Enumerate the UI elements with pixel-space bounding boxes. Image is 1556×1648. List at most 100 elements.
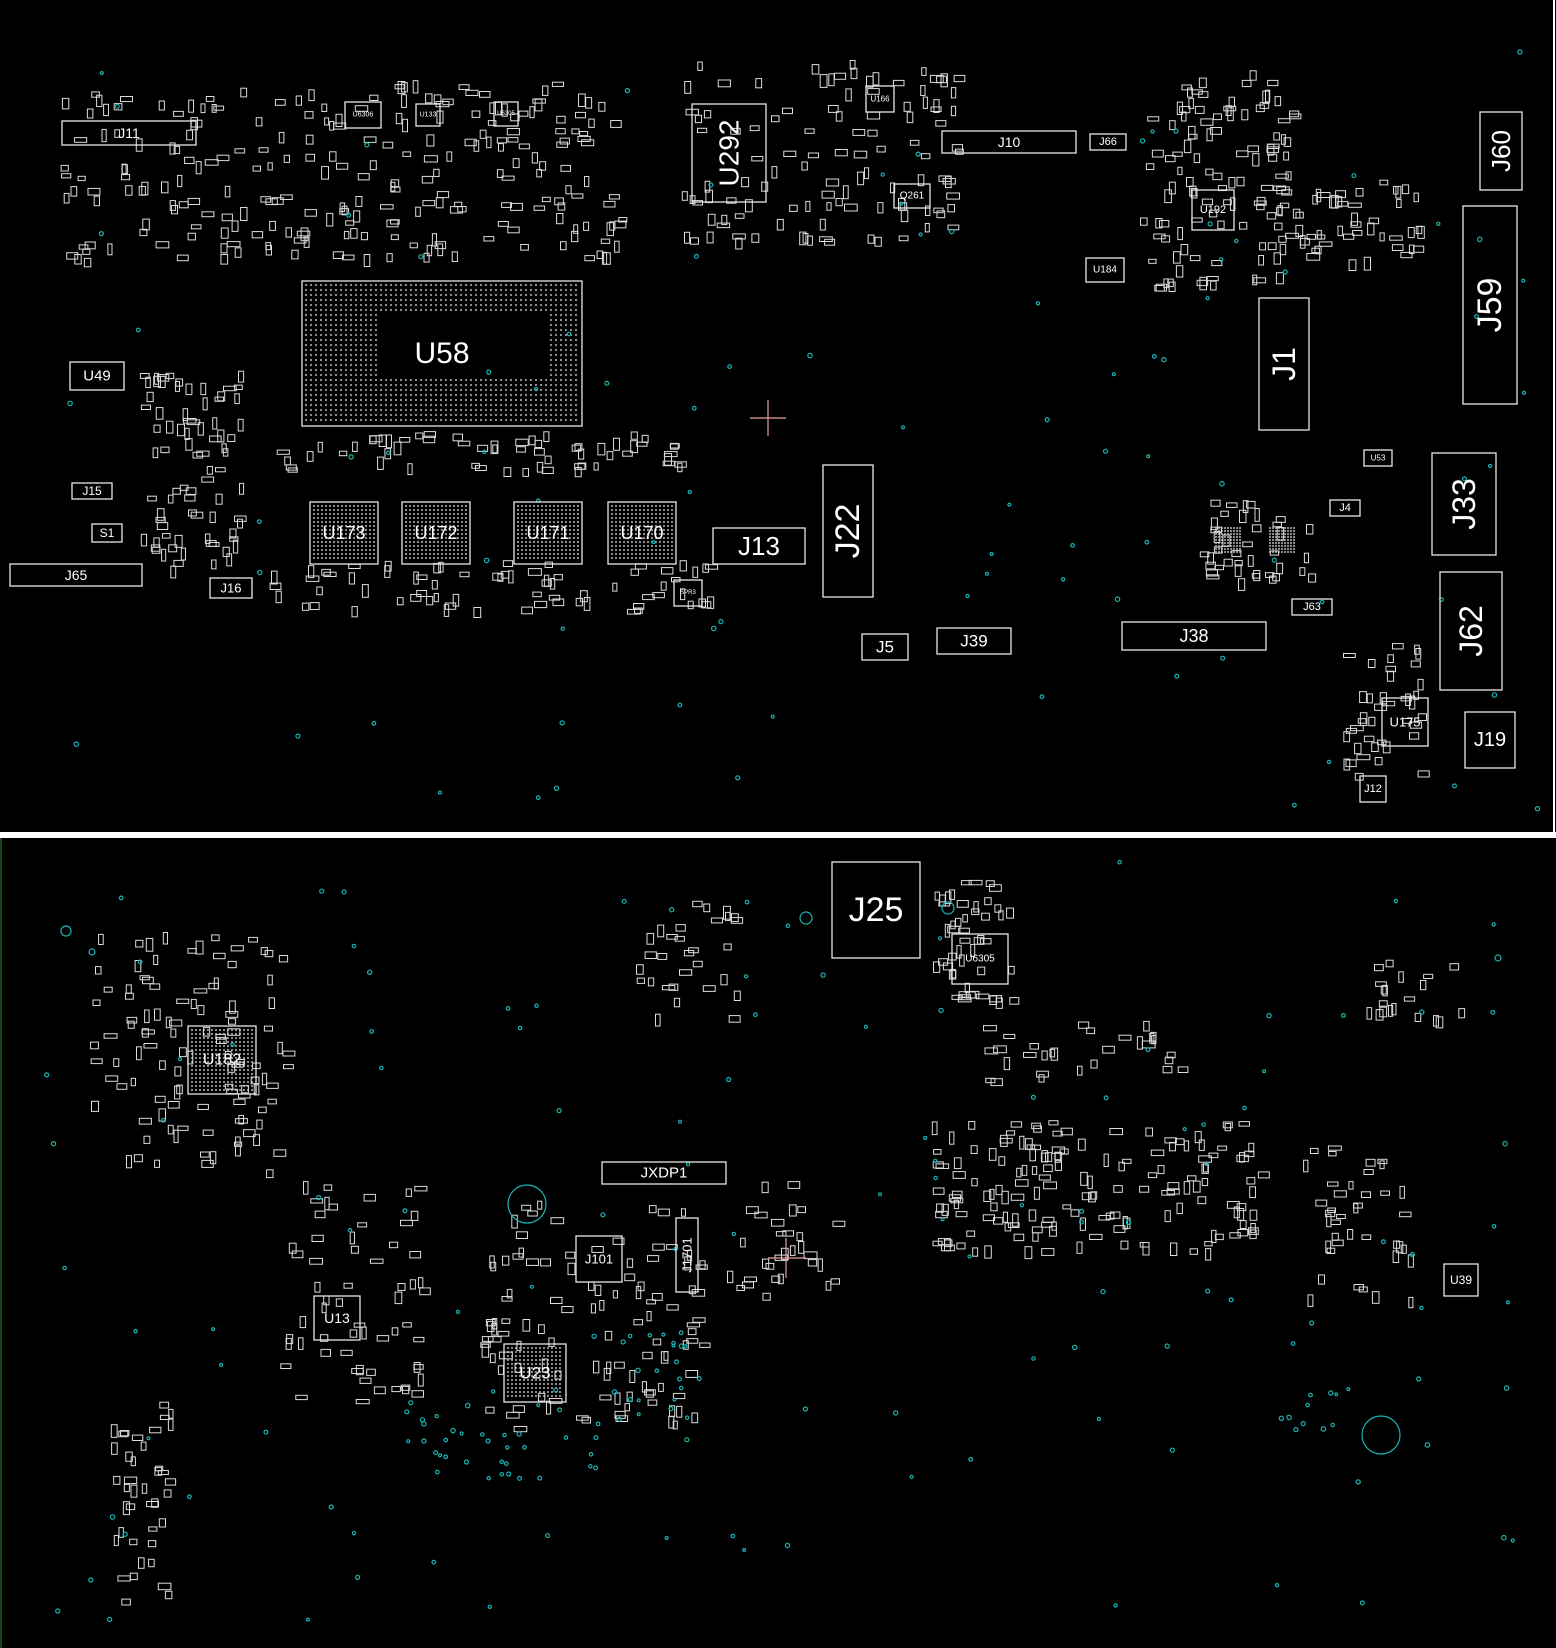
- bga-ball-grid: [610, 504, 674, 560]
- component-j13[interactable]: J13: [712, 527, 806, 565]
- component-u6306[interactable]: U6306: [344, 101, 382, 129]
- mounting-hole: [1494, 954, 1502, 962]
- component-label: U171: [526, 523, 569, 543]
- component-u58[interactable]: U58: [301, 280, 583, 427]
- component-label: U166: [870, 95, 890, 104]
- component-j63[interactable]: J63: [1291, 598, 1333, 616]
- component-u6305-top[interactable]: U6305: [493, 101, 519, 127]
- vias-layer: [44, 49, 1541, 1623]
- component-label: J60: [1486, 130, 1516, 172]
- component-u166[interactable]: U166: [865, 85, 895, 113]
- component-label: J66: [1099, 136, 1117, 148]
- component-j15[interactable]: J15: [71, 482, 113, 500]
- mounting-hole: [1361, 1415, 1401, 1455]
- component-label: U53: [1371, 454, 1386, 463]
- bga-ball-grid: [190, 1028, 254, 1092]
- component-u184[interactable]: U184: [1085, 257, 1125, 283]
- crosshair-cursor-top: [750, 400, 786, 436]
- component-j62[interactable]: J62: [1439, 571, 1503, 691]
- component-j22[interactable]: J22: [822, 464, 874, 598]
- component-u6305[interactable]: U6305: [951, 933, 1009, 985]
- component-u53[interactable]: U53: [1363, 449, 1393, 467]
- component-q261[interactable]: Q261: [893, 183, 931, 209]
- component-j1701[interactable]: J1701: [675, 1217, 699, 1293]
- component-label: U58: [414, 337, 469, 370]
- component-u23[interactable]: U23: [503, 1343, 567, 1403]
- component-j16[interactable]: J16: [209, 577, 253, 599]
- side-divider: [0, 832, 1556, 838]
- component-label: J1: [1266, 347, 1302, 381]
- mounting-hole: [799, 911, 813, 925]
- component-u170[interactable]: U170: [607, 501, 677, 565]
- component-label: U6305: [497, 111, 515, 117]
- component-label: J22: [829, 504, 867, 559]
- component-u292[interactable]: U292: [691, 103, 767, 203]
- component-label: J16: [221, 581, 242, 596]
- component-label: U173: [322, 523, 365, 543]
- component-j10[interactable]: J10: [941, 130, 1077, 154]
- component-label: Q261: [900, 191, 925, 202]
- component-label: U175: [1389, 715, 1420, 730]
- component-label: U292: [714, 120, 745, 187]
- component-j66[interactable]: J66: [1089, 133, 1127, 151]
- component-j19[interactable]: J19: [1464, 711, 1516, 769]
- component-label: J63: [1303, 601, 1321, 613]
- component-label: U6305: [965, 954, 995, 965]
- component-label: J13: [738, 531, 780, 561]
- component-label: J12: [1364, 783, 1382, 795]
- component-label: S1: [100, 526, 115, 540]
- component-j65[interactable]: J65: [9, 563, 143, 587]
- component-j12[interactable]: J12: [1359, 775, 1387, 803]
- component-label: U23: [519, 1364, 550, 1383]
- component-u192[interactable]: U192: [1191, 189, 1235, 231]
- component-label: U184: [1093, 265, 1117, 276]
- bga-ball-grid: [516, 504, 580, 560]
- component-j59[interactable]: J59: [1462, 205, 1518, 405]
- component-label: U182: [203, 1052, 241, 1069]
- component-j25[interactable]: J25: [831, 861, 921, 959]
- component-j4[interactable]: J4: [1329, 499, 1361, 517]
- component-j33[interactable]: J33: [1431, 452, 1497, 556]
- component-u182[interactable]: U182: [187, 1025, 257, 1095]
- bga-ball-grid: [312, 504, 376, 560]
- mounting-hole: [507, 1184, 547, 1224]
- component-u175[interactable]: U175: [1381, 697, 1429, 747]
- component-label: J15: [82, 484, 102, 498]
- component-jxdp1[interactable]: JXDP1: [601, 1161, 727, 1185]
- component-j38[interactable]: J38: [1121, 621, 1267, 651]
- component-u172[interactable]: U172: [401, 501, 471, 565]
- component-label: U192: [1200, 204, 1226, 216]
- component-label: J4: [1339, 502, 1351, 514]
- component-u133[interactable]: U133: [415, 103, 441, 127]
- component-j1[interactable]: J1: [1258, 297, 1310, 431]
- component-j39[interactable]: J39: [936, 627, 1012, 655]
- component-j5[interactable]: J5: [861, 633, 909, 661]
- component-label: J39: [960, 632, 987, 651]
- bga-ball-grid: [1214, 526, 1242, 554]
- bga-ball-grid: [1268, 526, 1296, 554]
- component-j60[interactable]: J60: [1479, 111, 1523, 191]
- component-label: J59: [1471, 278, 1509, 333]
- component-s1[interactable]: S1: [91, 523, 123, 543]
- component-label: U6306: [353, 112, 374, 119]
- component-label: J1701: [680, 1237, 695, 1272]
- component-u171[interactable]: U171: [513, 501, 583, 565]
- component-u49[interactable]: U49: [69, 361, 125, 391]
- component-label: J10: [998, 134, 1021, 150]
- component-label: J5: [876, 638, 894, 657]
- component-j11[interactable]: J11: [61, 120, 197, 146]
- component-label: J38: [1179, 626, 1208, 646]
- component-u13[interactable]: U13: [313, 1295, 361, 1341]
- mounting-hole: [88, 948, 96, 956]
- mounting-hole: [60, 925, 72, 937]
- component-u173[interactable]: U173: [309, 501, 379, 565]
- component-label: U170: [620, 523, 663, 543]
- bga-ball-grid: [404, 504, 468, 560]
- component-spr3[interactable]: SPR3: [673, 579, 703, 607]
- component-u39[interactable]: U39: [1443, 1263, 1479, 1297]
- component-j101[interactable]: J101: [575, 1235, 623, 1283]
- component-label: J33: [1446, 478, 1482, 530]
